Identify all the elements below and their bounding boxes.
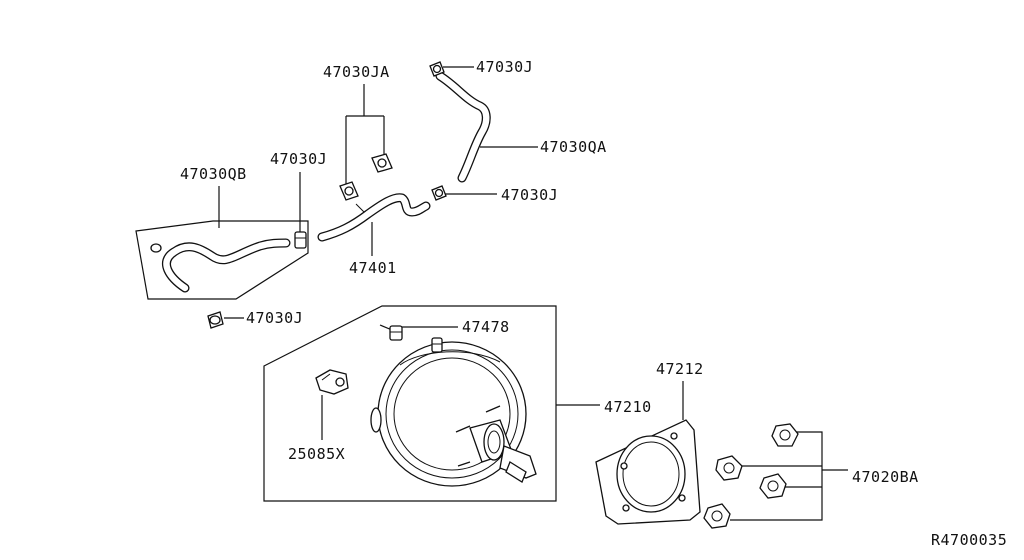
brake-booster-47210 (370, 337, 537, 487)
booster-frame (263, 305, 557, 502)
label-47030qa: 47030QA (540, 138, 607, 156)
label-47401: 47401 (349, 259, 397, 277)
nut-47020ba-right (759, 473, 787, 499)
label-47030j-bottom: 47030J (246, 309, 303, 327)
label-47030j-top: 47030J (476, 58, 533, 76)
label-47020ba: 47020BA (852, 468, 919, 486)
label-25085x: 25085X (288, 445, 345, 463)
leader-lines (218, 66, 848, 521)
label-47210: 47210 (604, 398, 652, 416)
label-47030qb: 47030QB (180, 165, 247, 183)
hose-47030qa (435, 71, 491, 183)
clip-47030j-bottom (207, 311, 224, 329)
reference-code: R4700035 (931, 531, 1007, 549)
clip-47030j-mid (431, 185, 447, 201)
clip-47030j-left (294, 231, 307, 249)
nut-47020ba-top (771, 423, 799, 447)
hose-qb-frame (135, 220, 309, 300)
hose-47030qb-group (135, 220, 309, 300)
gasket-47212 (595, 419, 701, 525)
tube-47401 (317, 193, 431, 242)
clip-47030ja-left (339, 181, 359, 201)
check-valve-47478 (379, 324, 403, 341)
label-47212: 47212 (656, 360, 704, 378)
label-47030j-mid: 47030J (501, 186, 558, 204)
clip-47030ja-right (371, 153, 393, 173)
clip-47030j-top (429, 61, 445, 77)
label-47030j-left: 47030J (270, 150, 327, 168)
nut-47020ba-left (715, 455, 743, 481)
hose-qb-cap (150, 243, 162, 253)
label-47478: 47478 (462, 318, 510, 336)
nut-47020ba-bottom (703, 503, 731, 529)
label-47030ja: 47030JA (323, 63, 390, 81)
sensor-25085x (315, 369, 349, 395)
